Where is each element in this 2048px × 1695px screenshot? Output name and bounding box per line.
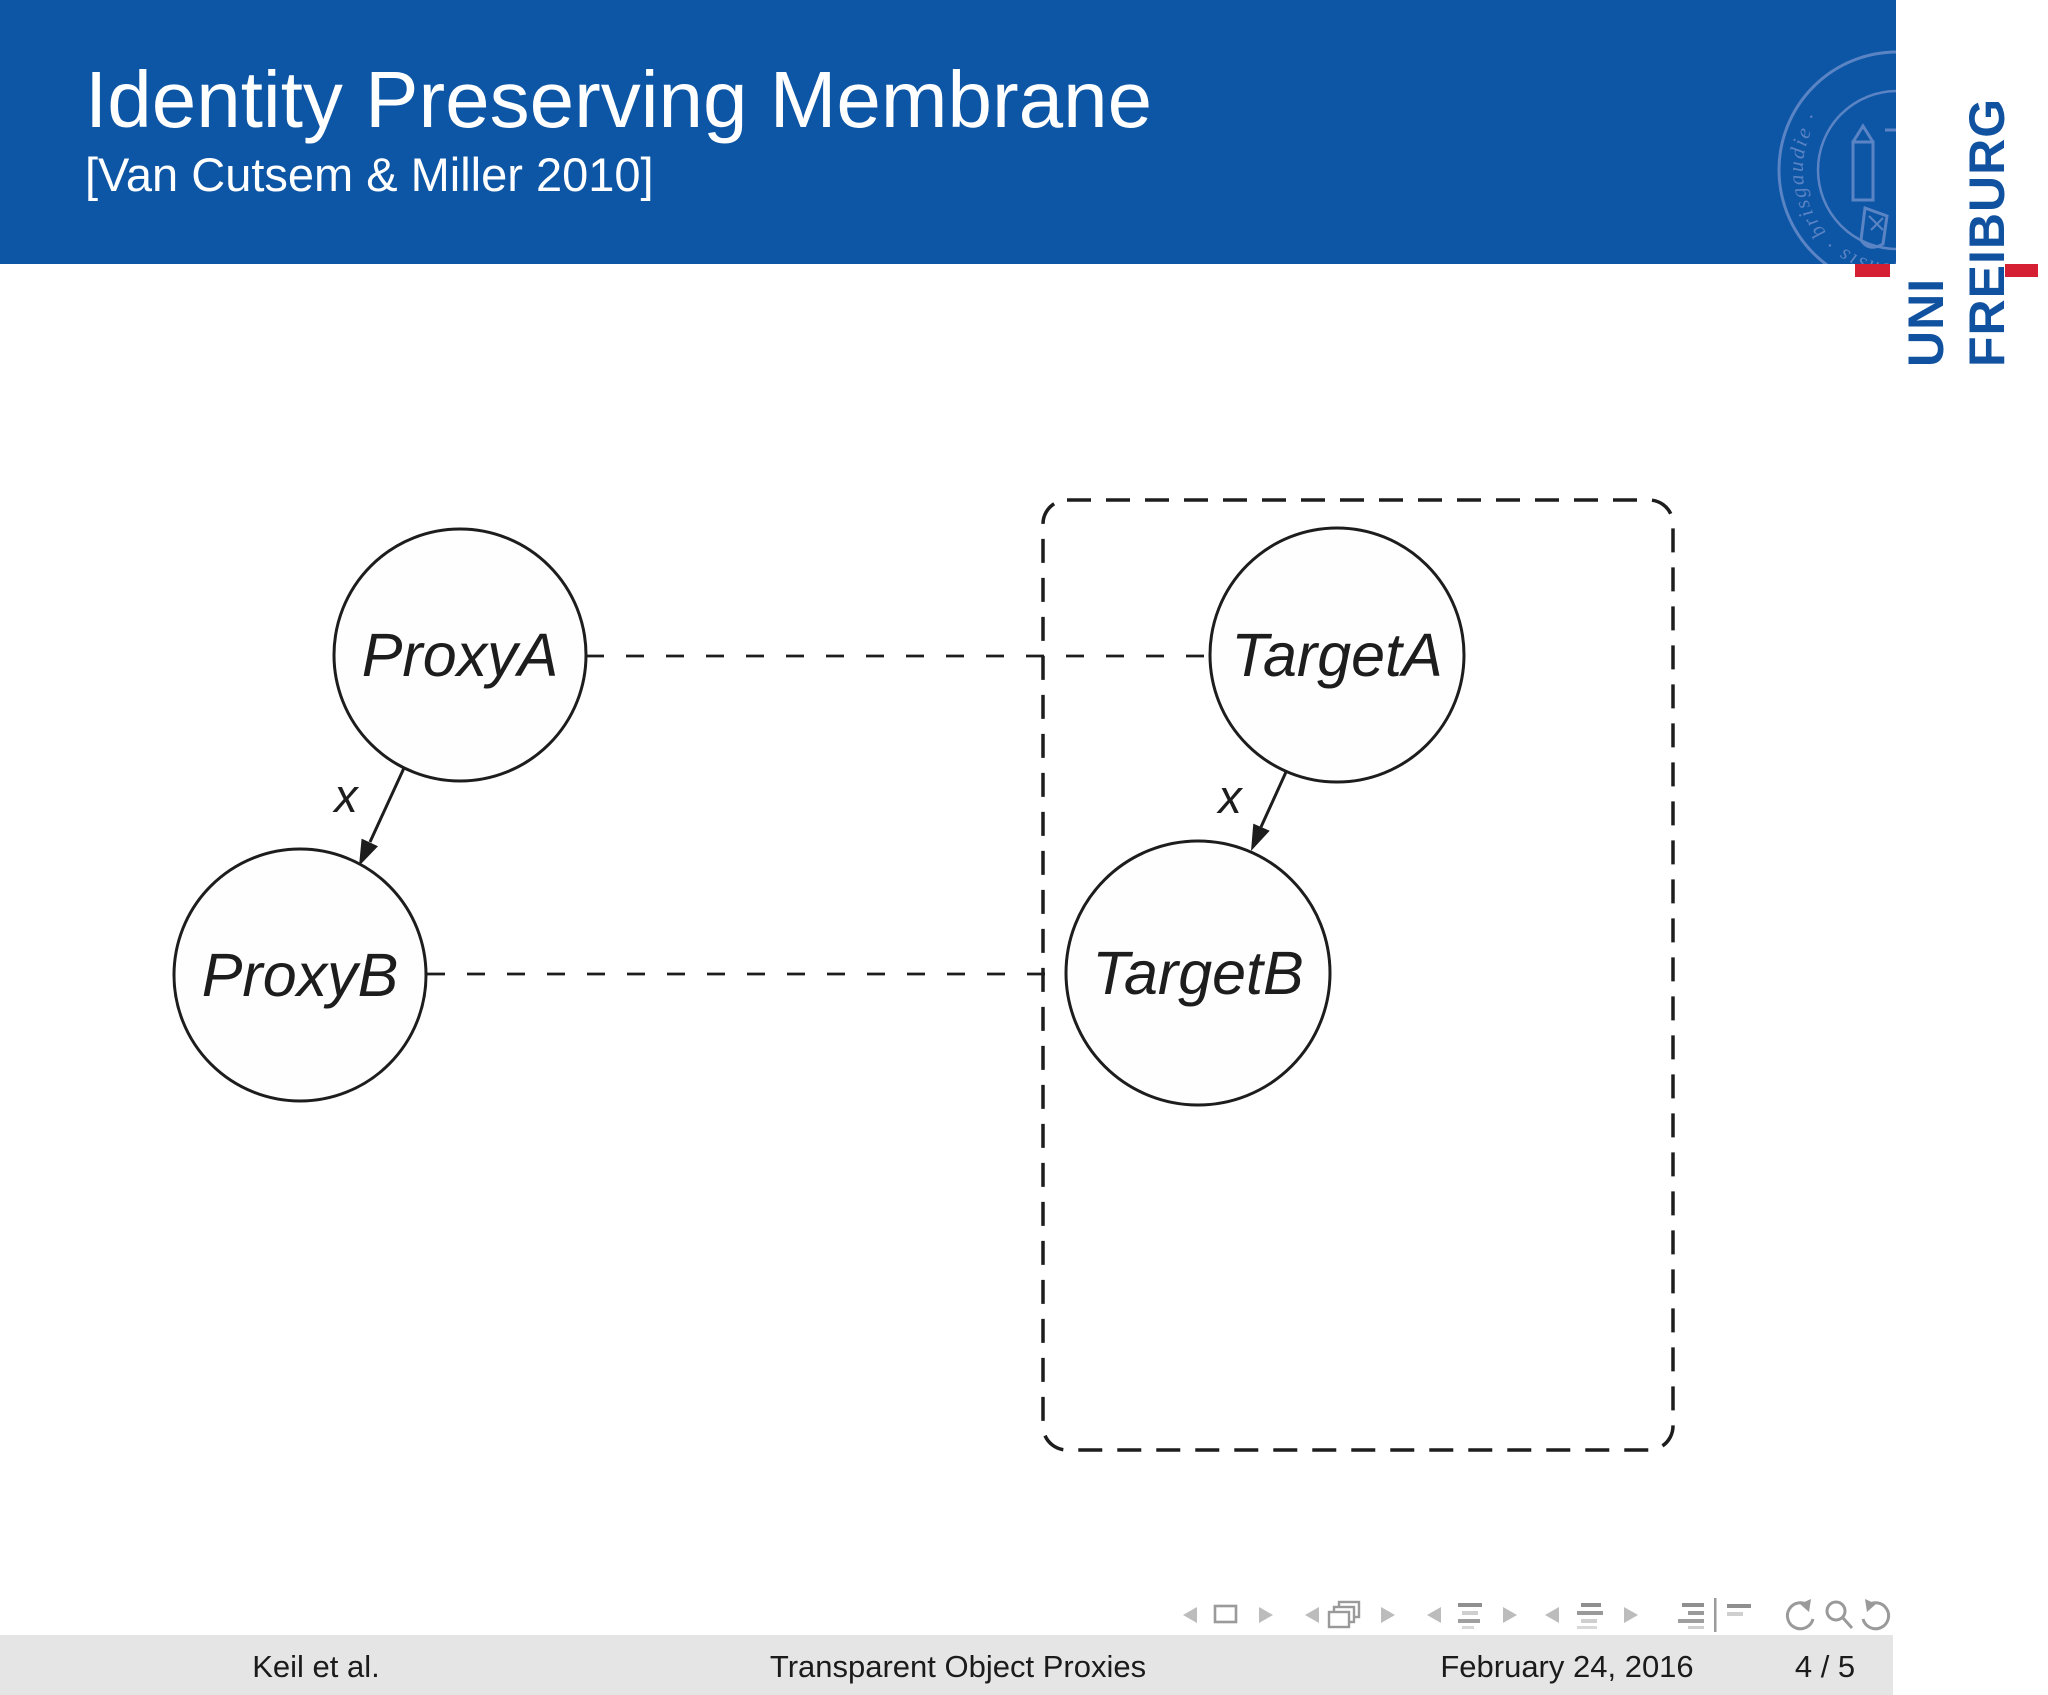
header-bar: Identity Preserving Membrane [Van Cutsem… <box>0 0 1896 264</box>
prev-section-icon[interactable] <box>1545 1607 1559 1641</box>
node-label-target-b: TargetB <box>1092 939 1303 1007</box>
footer-author: Keil et al. <box>252 1649 380 1684</box>
prev-frame-icon[interactable] <box>1305 1607 1319 1641</box>
section-list-icon[interactable] <box>1575 1600 1605 1634</box>
footer-bar <box>0 1635 1893 1695</box>
node-label-proxy-b: ProxyB <box>202 941 399 1009</box>
slide-title: Identity Preserving Membrane <box>85 55 1153 144</box>
subsection-list-icon[interactable] <box>1456 1600 1484 1634</box>
frames-stack-icon[interactable] <box>1327 1600 1363 1634</box>
node-proxy-a <box>332 527 588 783</box>
university-seal-icon: sigillum universitatis friburgensis · br… <box>1777 50 1896 264</box>
edge-label-proxy-x: x <box>332 769 359 822</box>
prev-slide-icon[interactable] <box>1183 1607 1197 1641</box>
footer-short-title: Transparent Object Proxies <box>769 1649 1147 1684</box>
edge-label-target-x: x <box>1216 770 1243 823</box>
node-proxy-b <box>172 847 428 1103</box>
next-section-icon[interactable] <box>1624 1607 1638 1641</box>
logo-red-bar-left <box>1855 264 1890 277</box>
edge-proxya-proxyb <box>359 767 406 866</box>
nav-divider-bar <box>1714 1598 1717 1632</box>
node-label-target-a: TargetA <box>1231 621 1442 689</box>
history-forward-icon[interactable] <box>1858 1598 1896 1632</box>
document-begin-icon[interactable] <box>1674 1600 1706 1634</box>
slide-frame-icon[interactable] <box>1213 1604 1239 1638</box>
edge-targeta-targetb <box>1251 771 1288 851</box>
footer-date: February 24, 2016 <box>1440 1649 1694 1684</box>
search-icon[interactable] <box>1824 1600 1854 1634</box>
document-end-icon[interactable] <box>1725 1602 1753 1636</box>
node-label-proxy-a: ProxyA <box>362 621 559 689</box>
prev-subsection-icon[interactable] <box>1427 1607 1441 1641</box>
next-frame-icon[interactable] <box>1381 1607 1395 1641</box>
node-target-a <box>1208 526 1466 784</box>
footer-page-number: 4 / 5 <box>1794 1649 1856 1684</box>
next-subsection-icon[interactable] <box>1503 1607 1517 1641</box>
beamer-navigation-bar <box>1180 1598 1900 1634</box>
node-target-b <box>1064 839 1332 1107</box>
next-slide-icon[interactable] <box>1259 1607 1273 1641</box>
slide-subtitle: [Van Cutsem & Miller 2010] <box>85 148 654 201</box>
logo-red-bar-right <box>2005 264 2038 277</box>
history-back-icon[interactable] <box>1780 1598 1818 1632</box>
